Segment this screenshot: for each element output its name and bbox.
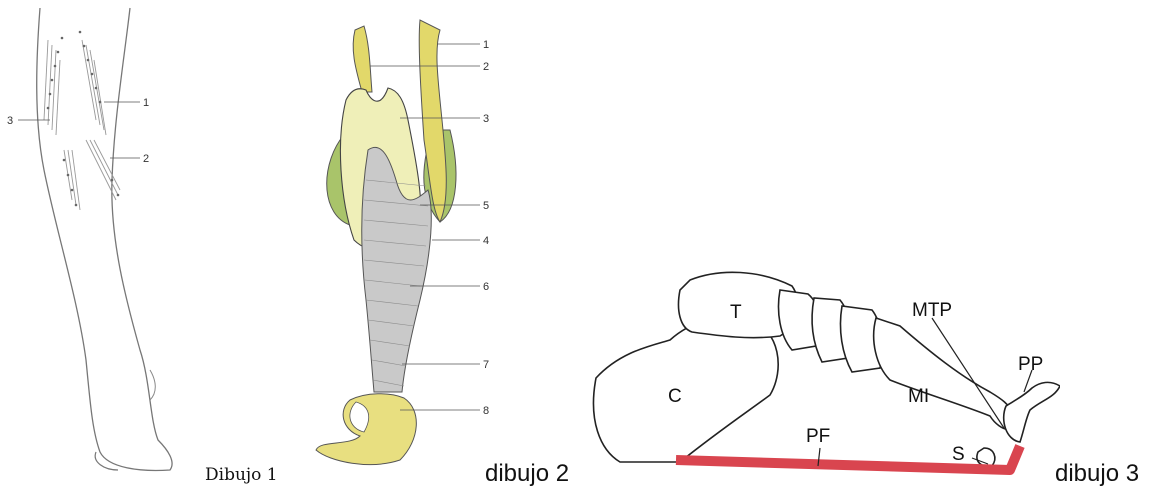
drawing2-label-1: 1 <box>483 39 489 51</box>
label-mi: MI <box>908 386 929 407</box>
first-metatarsal <box>874 318 1017 430</box>
label-pf: PF <box>806 426 830 447</box>
attachment-dots <box>47 31 120 207</box>
tibia-bone <box>419 20 446 222</box>
drawing2-label-7: 7 <box>483 359 489 371</box>
drawing-2-caption: dibujo 2 <box>485 460 569 488</box>
achilles-tendon <box>362 147 432 392</box>
drawing2-label-3: 3 <box>483 113 489 125</box>
plantar-fascia <box>676 446 1020 470</box>
drawing2-label-5: 5 <box>483 200 489 212</box>
drawing-1-panel: 1 2 3 <box>0 0 190 491</box>
label-mtp: MTP <box>912 300 952 321</box>
label-c: C <box>668 386 682 407</box>
calcaneus-bone <box>316 394 416 465</box>
drawing2-label-8: 8 <box>483 405 489 417</box>
drawing1-label-2: 2 <box>143 153 149 165</box>
calcaneus <box>593 317 778 462</box>
leg-outline <box>37 8 172 470</box>
foot-skeleton-drawing: T C MTP PP MI PF S <box>580 0 1060 491</box>
drawing1-label-1: 1 <box>143 97 149 109</box>
drawing-1-caption: Dibujo 1 <box>205 465 278 485</box>
muscle-fibres-medial <box>44 40 80 210</box>
label-pp: PP <box>1018 354 1043 375</box>
drawing2-label-2: 2 <box>483 61 489 73</box>
proximal-phalanx <box>1004 382 1060 442</box>
drawing1-label-3: 3 <box>7 115 13 127</box>
drawing-2-panel: 1 2 3 5 4 6 7 8 <box>300 0 500 491</box>
drawing2-label-4: 4 <box>483 235 489 247</box>
calf-muscle-drawing: 1 2 3 <box>0 0 190 491</box>
drawing2-label-6: 6 <box>483 281 489 293</box>
fibula-bone <box>353 26 372 92</box>
drawing-3-caption: dibujo 3 <box>1055 460 1139 488</box>
drawing-3-panel: T C MTP PP MI PF S <box>580 0 1060 491</box>
muscle-fibres-lateral <box>82 40 120 200</box>
triceps-surae-drawing: 1 2 3 5 4 6 7 8 <box>300 0 500 491</box>
label-s: S <box>952 444 965 465</box>
label-t: T <box>730 302 742 323</box>
